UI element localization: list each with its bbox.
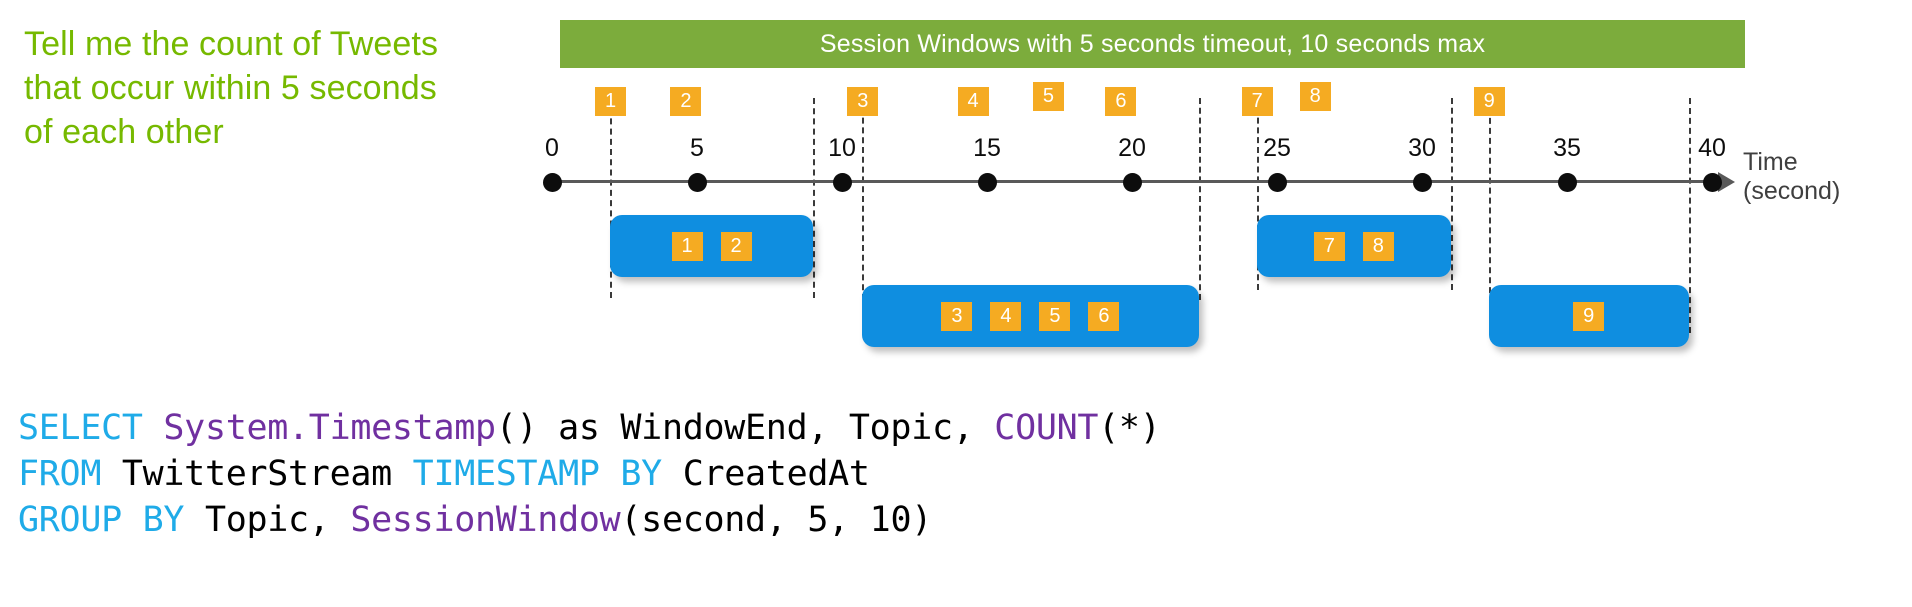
event-marker: 2 [670,87,702,116]
axis-tick-label: 25 [1263,134,1291,162]
axis-tick-label: 35 [1553,134,1581,162]
session-window-box: 9 [1488,285,1689,347]
sql-token: Topic, [204,500,351,541]
banner-label: Session Windows with 5 seconds timeout, … [819,29,1486,58]
window-boundary-line [813,98,815,298]
sql-token: TIMESTAMP BY [412,454,683,495]
event-marker: 5 [1032,82,1064,111]
session-event-marker: 2 [720,231,752,261]
event-marker: 8 [1299,82,1331,111]
session-window-diagram: Session Windows with 5 seconds timeout, … [543,20,1840,347]
sql-token: SessionWindow [350,500,621,541]
axis-dot [1268,173,1287,192]
window-boundary-line [610,98,612,298]
event-marker: 4 [957,87,989,116]
event-marker: 7 [1241,87,1273,116]
session-event-marker: 8 [1362,231,1394,261]
event-marker: 9 [1473,87,1505,116]
window-boundary-line [1256,98,1259,290]
axis-dot [1558,173,1577,192]
session-window-banner: Session Windows with 5 seconds timeout, … [560,20,1745,68]
axis-title-line2: (second) [1743,176,1841,205]
session-event-marker: 5 [1039,301,1071,331]
sql-token: () as WindowEnd, Topic, [495,408,995,448]
sql-token: System.Timestamp [163,408,496,448]
sql-token: TwitterStream [121,454,413,495]
axis-dot [978,173,997,192]
axis-dot [833,173,852,192]
sql-token: (second, 5, 10) [620,500,932,541]
sql-token: GROUP BY [18,500,205,541]
axis-dot [1703,173,1722,192]
axis-dot [688,173,707,192]
window-boundary-line [1488,98,1491,333]
event-marker: 6 [1105,87,1137,116]
window-boundary-line [1198,98,1201,300]
axis-tick-label: 0 [545,134,559,162]
session-event-marker: 7 [1313,231,1345,261]
session-event-marker: 1 [671,231,703,261]
axis-dot [1413,173,1432,192]
axis-title-line1: Time [1743,148,1798,176]
axis-tick-label: 10 [828,134,856,162]
event-marker: 1 [595,87,626,116]
axis-tick-label: 5 [690,134,704,162]
session-event-marker: 4 [990,301,1022,331]
event-marker: 3 [847,87,879,116]
axis-tick-label: 40 [1698,134,1726,162]
axis-arrow-icon [1718,172,1735,192]
sql-query-block: SELECT System.Timestamp() as WindowEnd, … [18,405,1161,544]
window-boundary-line [862,98,865,300]
sql-token: CreatedAt [682,454,870,495]
axis-dot [543,173,562,192]
sql-line: SELECT System.Timestamp() as WindowEnd, … [18,405,1161,451]
sql-token: (*) [1098,408,1161,448]
session-event-marker: 6 [1088,301,1120,331]
sql-token: SELECT [18,408,164,448]
axis-dot [1123,173,1142,192]
window-boundary-line [1688,98,1691,333]
sql-token: COUNT [994,408,1099,448]
sql-token: FROM [18,454,122,495]
axis-tick-label: 30 [1408,134,1436,162]
page-caption: Tell me the count of Tweets that occur w… [24,25,439,152]
session-event-marker: 3 [941,301,973,331]
axis-tick-label: 20 [1118,134,1146,162]
session-event-marker: 9 [1573,301,1605,331]
axis-title: Time (second) [1743,148,1840,206]
window-boundary-line [1451,98,1453,290]
sql-line: FROM TwitterStream TIMESTAMP BY CreatedA… [18,451,1160,497]
axis-tick-label: 15 [973,134,1001,162]
sql-line: GROUP BY Topic, SessionWindow(second, 5,… [18,497,1160,543]
